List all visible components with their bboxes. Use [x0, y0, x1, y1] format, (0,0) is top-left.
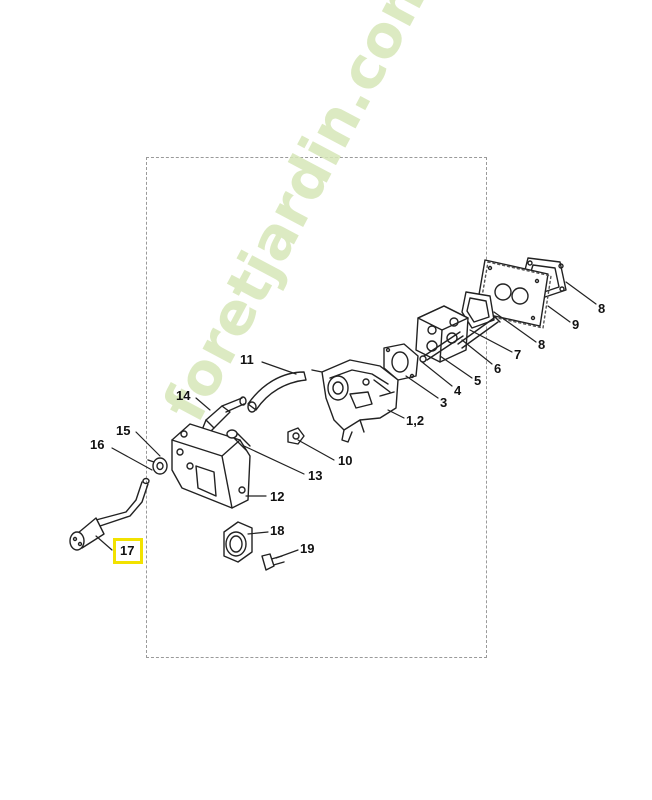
callout-10: 10 [338, 453, 353, 468]
callout-14: 14 [176, 388, 191, 403]
part-11-hose [247, 371, 307, 413]
callout-4: 4 [454, 383, 462, 398]
leader-lines [95, 281, 597, 559]
part-13-bracket [171, 423, 251, 509]
part-14-fitting [201, 396, 247, 433]
callout-17: 17 [120, 543, 135, 558]
callout-9: 9 [572, 317, 580, 332]
callout-13: 13 [308, 468, 323, 483]
highlight-box [113, 538, 143, 564]
callout-18: 18 [270, 523, 285, 538]
part-13-screw [226, 429, 251, 451]
callout-8-top: 8 [598, 301, 606, 316]
callout-3: 3 [440, 395, 448, 410]
part-8-gasket-inner [461, 291, 495, 329]
part-1-2-carburetor [311, 359, 399, 443]
part-18-clamp [223, 521, 253, 563]
part-15-16-washer [147, 457, 168, 475]
callout-15: 15 [116, 423, 131, 438]
callout-8-second: 8 [538, 337, 546, 352]
diagram-frame [146, 157, 487, 658]
callout-19: 19 [300, 541, 315, 556]
callout-7: 7 [514, 347, 522, 362]
callout-16: 16 [90, 437, 105, 452]
callout-5: 5 [474, 373, 482, 388]
callout-1-2: 1,2 [406, 413, 425, 428]
part-3-gasket [383, 343, 419, 381]
callout-6: 6 [494, 361, 502, 376]
part-7-flange [415, 305, 469, 363]
callout-11: 11 [240, 352, 254, 367]
part-17-shaft [69, 477, 150, 551]
part-10-nut [287, 427, 305, 445]
callout-12: 12 [270, 489, 285, 504]
